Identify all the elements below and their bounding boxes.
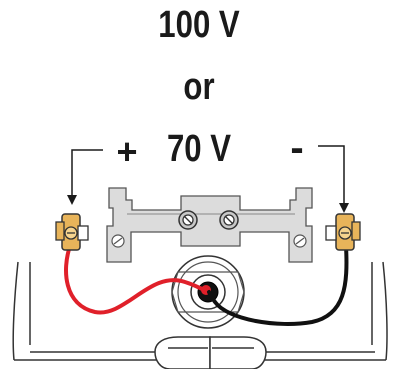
screw-icon — [178, 210, 198, 230]
positive-wire — [64, 244, 208, 315]
brass-terminal-icon — [325, 213, 361, 251]
screw-icon — [219, 210, 239, 230]
minus-arrow-line — [318, 145, 349, 213]
screw-icon — [111, 234, 125, 248]
bottom-tabs — [154, 336, 267, 369]
voltage-label-100v: 100 V — [158, 4, 240, 46]
screw-icon — [293, 234, 307, 248]
minus-sign-label: - — [290, 126, 304, 170]
voltage-label-70v: 70 V — [166, 128, 232, 170]
plus-sign-label: + — [116, 131, 138, 172]
plus-terminal — [55, 213, 89, 251]
brass-terminal-icon — [55, 213, 89, 251]
mounting-bracket — [106, 187, 313, 263]
minus-terminal — [325, 213, 361, 251]
plus-arrow-line — [67, 149, 103, 205]
negative-wire — [207, 244, 349, 326]
or-label: or — [183, 66, 215, 108]
